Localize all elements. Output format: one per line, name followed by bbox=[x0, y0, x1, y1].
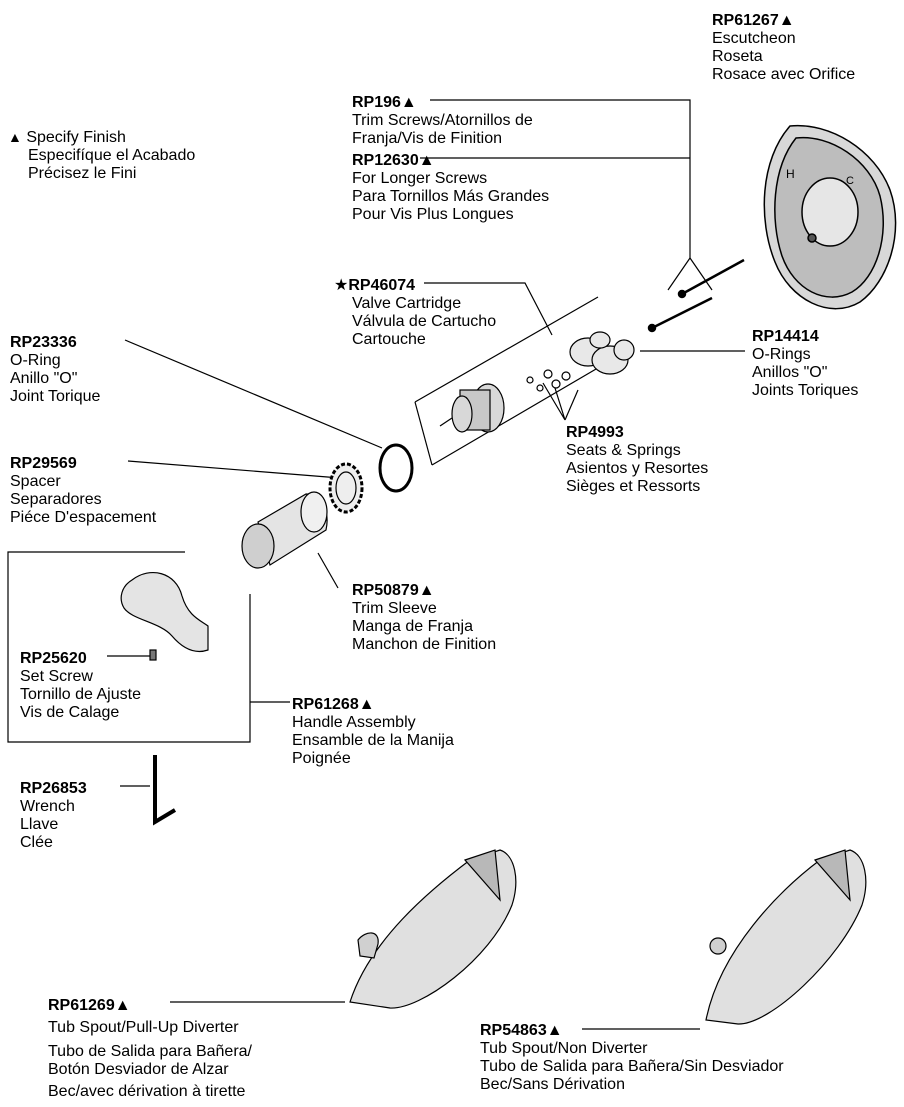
tub-spout-diverter-part bbox=[349, 849, 517, 1009]
label-o-rings: RP14414 O-Rings Anillos "O" Joints Toriq… bbox=[752, 328, 859, 399]
label-trim-sleeve: RP50879▲ Trim Sleeve Manga de Franja Man… bbox=[352, 582, 497, 653]
label-longer-screws: RP12630▲ For Longer Screws Para Tornillo… bbox=[352, 152, 550, 223]
label-cartridge: ★RP46074 Valve Cartridge Válvula de Cart… bbox=[334, 277, 497, 348]
leader-lines bbox=[107, 99, 745, 1030]
triangle-icon: ▲ bbox=[8, 129, 22, 145]
label-seats-springs: RP4993 Seats & Springs Asientos y Resort… bbox=[566, 424, 709, 495]
svg-text:H: H bbox=[786, 167, 795, 181]
legend-line-2: Especifíque el Acabado bbox=[28, 147, 196, 164]
star-icon: ★ bbox=[334, 277, 349, 294]
label-wrench: RP26853 Wrench Llave Clée bbox=[20, 780, 87, 851]
label-escutcheon: RP61267▲ Escutcheon Roseta Rosace avec O… bbox=[712, 12, 856, 83]
tub-spout-non-diverter-part bbox=[705, 849, 867, 1025]
label-trim-screws: RP196▲ Trim Screws/Atornillos de Franja/… bbox=[352, 94, 533, 147]
escutcheon-plate: H C bbox=[763, 124, 897, 310]
valve-cartridge bbox=[439, 383, 505, 433]
label-handle: RP61268▲ Handle Assembly Ensamble de la … bbox=[292, 696, 454, 767]
wrench-part bbox=[153, 755, 177, 826]
label-set-screw: RP25620 Set Screw Tornillo de Ajuste Vis… bbox=[20, 650, 141, 721]
seats-springs bbox=[526, 369, 571, 392]
legend-line-1: ▲ Specify Finish bbox=[8, 129, 126, 146]
spacer-part bbox=[328, 462, 364, 514]
trim-sleeve-part bbox=[241, 491, 328, 569]
label-spout-non-diverter: RP54863▲ Tub Spout/Non Diverter Tubo de … bbox=[480, 1022, 784, 1093]
label-spout-diverter: RP61269▲ Tub Spout/Pull-Up Diverter Tubo… bbox=[48, 997, 252, 1100]
trim-screws bbox=[647, 258, 745, 333]
svg-text:C: C bbox=[846, 175, 854, 187]
legend-line-3: Précisez le Fini bbox=[28, 165, 137, 182]
cartridge-housing bbox=[414, 296, 621, 466]
label-o-ring: RP23336 O-Ring Anillo "O" Joint Torique bbox=[10, 334, 101, 405]
o-rings-part bbox=[569, 331, 635, 375]
handle-box bbox=[7, 551, 251, 743]
finish-legend: ▲ Specify Finish Especifíque el Acabado … bbox=[8, 128, 195, 183]
label-spacer: RP29569 Spacer Separadores Piéce D'espac… bbox=[10, 455, 157, 526]
o-ring-part bbox=[378, 443, 414, 493]
handle-part bbox=[120, 571, 209, 661]
